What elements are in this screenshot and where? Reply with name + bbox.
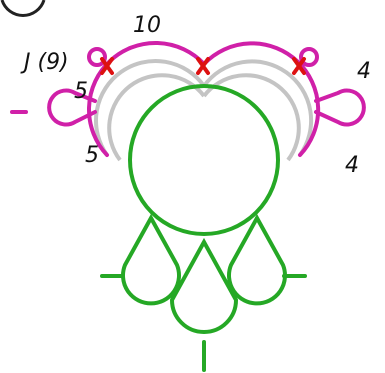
gray-arc-1 [93,58,206,157]
join-mark-right [292,57,306,75]
gray-arc-4 [202,73,301,162]
label-left-ring: J (9) [20,50,69,75]
label-top-count: 10 [133,13,161,38]
label-right-upper: 4 [357,59,371,84]
left-small-picot-ring [87,47,107,67]
green-leaf-center [169,237,239,334]
green-leaf-left [121,213,181,306]
join-mark-center [196,57,210,75]
green-motif [100,84,307,372]
label-left-lower: 5 [85,143,99,168]
gray-arc-3 [202,59,314,157]
join-mark-left [100,57,114,75]
gray-arc-2 [107,73,206,162]
gray-arcs [93,58,314,162]
central-ring [128,84,280,236]
join-marks [100,57,306,75]
label-left-upper: 5 [74,79,88,104]
left-ring [47,88,97,127]
label-right-lower: 4 [345,153,359,178]
right-ring [314,88,366,127]
right-small-picot-ring [299,47,319,67]
corner-partial-ring [0,0,46,17]
green-leaf-right [227,213,287,306]
